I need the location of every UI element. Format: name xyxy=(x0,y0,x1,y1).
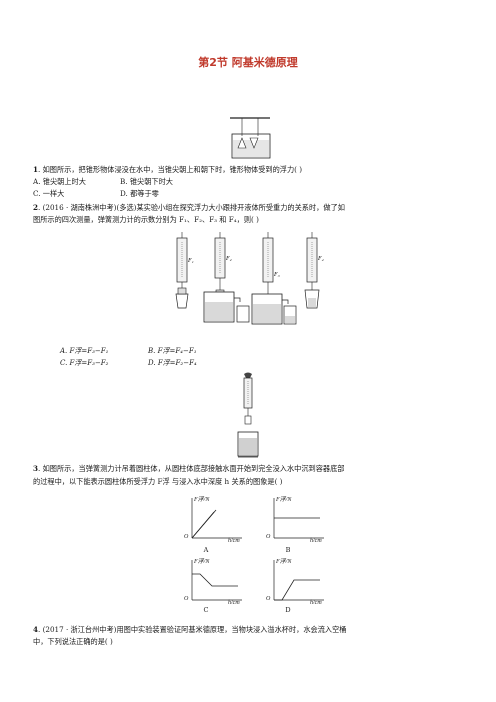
question-4-text-1: 用图中实验装置验证阿基米德原理，当物块浸入溢水杯时，水会流入空桶 xyxy=(116,625,347,634)
graph-a-plot xyxy=(191,498,242,539)
graph-b-xlabel: h/cm xyxy=(310,538,322,544)
q1-option-c: C. 一样大 xyxy=(33,189,65,198)
spring-scale-3 xyxy=(251,232,297,325)
label-f3: F₃ xyxy=(273,272,280,278)
q2-option-c: C. F浮=F₃−F₂ xyxy=(60,359,109,367)
label-f4: F₄ xyxy=(317,256,324,262)
spring-scale-figure: F₁ F₂ F₃ F₄ xyxy=(175,232,324,325)
graph-c[interactable]: F浮/N O h/cm xyxy=(182,556,244,612)
graph-d-plot xyxy=(273,560,324,601)
graph-c-ylabel: F浮/N xyxy=(194,559,210,565)
question-1-text: . 如图所示，把锥形物体浸没在水中，当锥尖朝上和朝下时，锥形物体受到的浮力( ) xyxy=(38,165,303,174)
graph-c-origin: O xyxy=(184,596,189,602)
spring-scale-2 xyxy=(203,232,250,323)
graph-c-caption: C xyxy=(203,606,209,614)
graph-d-origin: O xyxy=(266,596,271,602)
graph-b-plot xyxy=(273,498,324,539)
q2-option-a: A. F浮=F₃−F₁ xyxy=(60,347,109,355)
question-3-number: 3 xyxy=(33,464,39,473)
spring-scale-1 xyxy=(175,232,189,309)
spring-scale-4 xyxy=(304,232,320,309)
question-1-stem: 1. 如图所示，把锥形物体浸没在水中，当锥尖朝上和朝下时，锥形物体受到的浮力( … xyxy=(33,164,302,175)
question-4-stem-line1: 4. (2017 · 浙江台州中考)用图中实验装置验证阿基米德原理，当物块浸入溢… xyxy=(33,624,346,635)
cone-in-water-figure xyxy=(230,117,271,159)
question-3-text-1: . 如图所示，当弹簧测力计吊着圆柱体，从圆柱体底部接触水面开始到完全没入水中沉到… xyxy=(38,464,345,473)
question-4-number: 4 xyxy=(33,625,39,634)
question-3-stem-line1: 3. 如图所示，当弹簧测力计吊着圆柱体，从圆柱体底部接触水面开始到完全没入水中沉… xyxy=(33,463,344,474)
graph-a[interactable]: F浮/N O h/cm xyxy=(182,494,244,550)
label-f2: F₂ xyxy=(225,256,232,262)
graph-b-origin: O xyxy=(266,534,271,540)
graph-b-ylabel: F浮/N xyxy=(276,497,292,503)
question-4-source: . (2017 · 浙江台州中考) xyxy=(38,625,117,634)
question-1-number: 1 xyxy=(33,165,39,174)
question-3-stem-line2: 的过程中，以下能表示圆柱体所受浮力 F浮 与浸入水中深度 h 关系的图象是( ) xyxy=(33,477,283,486)
q2-option-d: D. F浮=F₂−F₄ xyxy=(148,359,197,367)
question-2-text-1: (多选)某实验小组在探究浮力大小跟排开液体所受重力的关系时，做了如 xyxy=(116,203,345,212)
q1-option-a: A. 锥尖朝上时大 xyxy=(33,177,86,186)
question-2-stem-line2: 图所示的四次测量，弹簧测力计的示数分别为 F₁、F₂、F₃ 和 F₄，则( ) xyxy=(33,215,259,224)
graph-d-ylabel: F浮/N xyxy=(276,559,292,565)
graph-a-ylabel: F浮/N xyxy=(194,497,210,503)
label-f1: F₁ xyxy=(187,258,194,264)
graph-a-origin: O xyxy=(184,534,189,540)
q2-option-b: B. F浮=F₄−F₁ xyxy=(148,347,197,355)
cylinder-spring-scale-figure xyxy=(237,372,259,458)
graph-d-caption: D xyxy=(285,606,291,614)
graph-b[interactable]: F浮/N O h/cm xyxy=(264,494,326,550)
question-2-number: 2 xyxy=(33,203,39,212)
q1-option-b: B. 锥尖朝下时大 xyxy=(120,177,173,186)
graph-d[interactable]: F浮/N O h/cm xyxy=(264,556,326,612)
graph-a-caption: A xyxy=(203,546,209,554)
question-2-source: . (2016 · 湖南株洲中考) xyxy=(38,203,117,212)
graph-d-xlabel: h/cm xyxy=(310,600,322,606)
graph-c-plot xyxy=(191,560,242,601)
question-4-stem-line2: 中，下列说法正确的是( ) xyxy=(33,637,113,646)
page-title: 第2节 阿基米德原理 xyxy=(198,56,298,69)
graph-a-xlabel: h/cm xyxy=(228,538,240,544)
question-2-stem-line1: 2. (2016 · 湖南株洲中考)(多选)某实验小组在探究浮力大小跟排开液体所… xyxy=(33,202,345,213)
graph-c-xlabel: h/cm xyxy=(228,600,240,606)
graph-b-caption: B xyxy=(285,546,291,554)
q1-option-d: D. 都等于零 xyxy=(120,189,159,198)
